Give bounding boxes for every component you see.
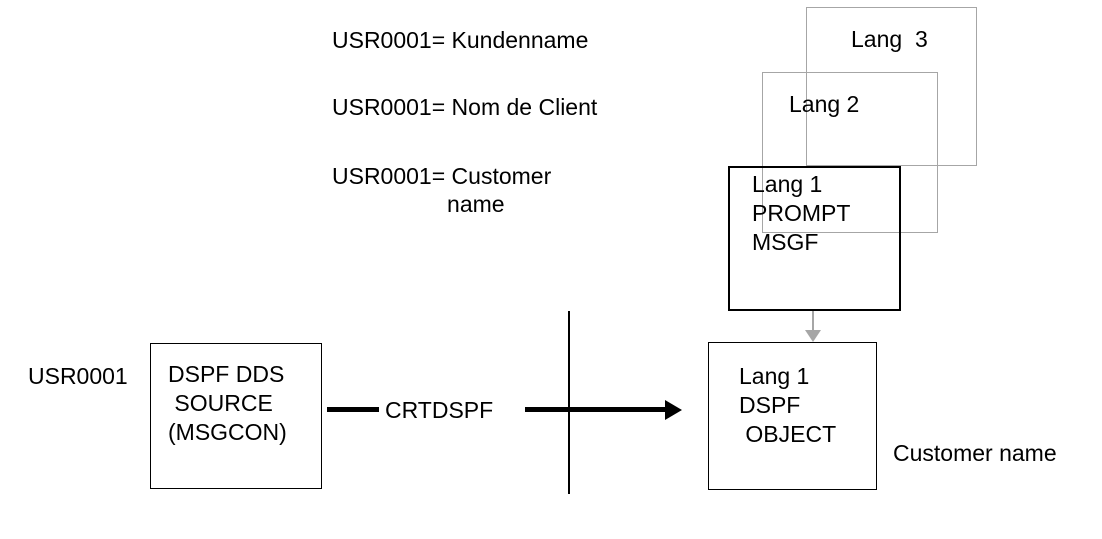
stack-to-object-arrowhead-icon xyxy=(805,330,821,342)
lang1-prompt-msgf-label: Lang 1 PROMPT MSGF xyxy=(752,171,851,255)
lang2-label: Lang 2 xyxy=(789,91,860,117)
crtdspf-command-label: CRTDSPF xyxy=(385,397,494,423)
stack-to-object-connector xyxy=(812,311,814,333)
lang2-box: Lang 2 xyxy=(762,72,938,233)
lang3-box: Lang 3 xyxy=(806,7,977,166)
lang1-prompt-msgf-box: Lang 1 PROMPT MSGF xyxy=(728,166,901,311)
lang1-dspf-object-label: Lang 1 DSPF OBJECT xyxy=(739,363,837,447)
message-line-english: USR0001= Customer name xyxy=(332,163,552,217)
source-side-label: USR0001 xyxy=(28,363,128,389)
source-to-command-line xyxy=(327,407,379,412)
dspf-dds-source-label: DSPF DDS SOURCE (MSGCON) xyxy=(168,361,287,445)
command-to-object-arrowhead-icon xyxy=(665,400,682,420)
lang1-dspf-object-box: Lang 1 DSPF OBJECT xyxy=(708,342,877,490)
lang3-label: Lang 3 xyxy=(851,26,928,52)
dspf-dds-source-box: DSPF DDS SOURCE (MSGCON) xyxy=(150,343,322,489)
message-line-french: USR0001= Nom de Client xyxy=(332,94,598,120)
message-line-german: USR0001= Kundenname xyxy=(332,27,589,53)
source-object-divider xyxy=(568,311,570,494)
command-to-object-line xyxy=(525,407,671,412)
object-side-label: Customer name xyxy=(893,440,1057,466)
